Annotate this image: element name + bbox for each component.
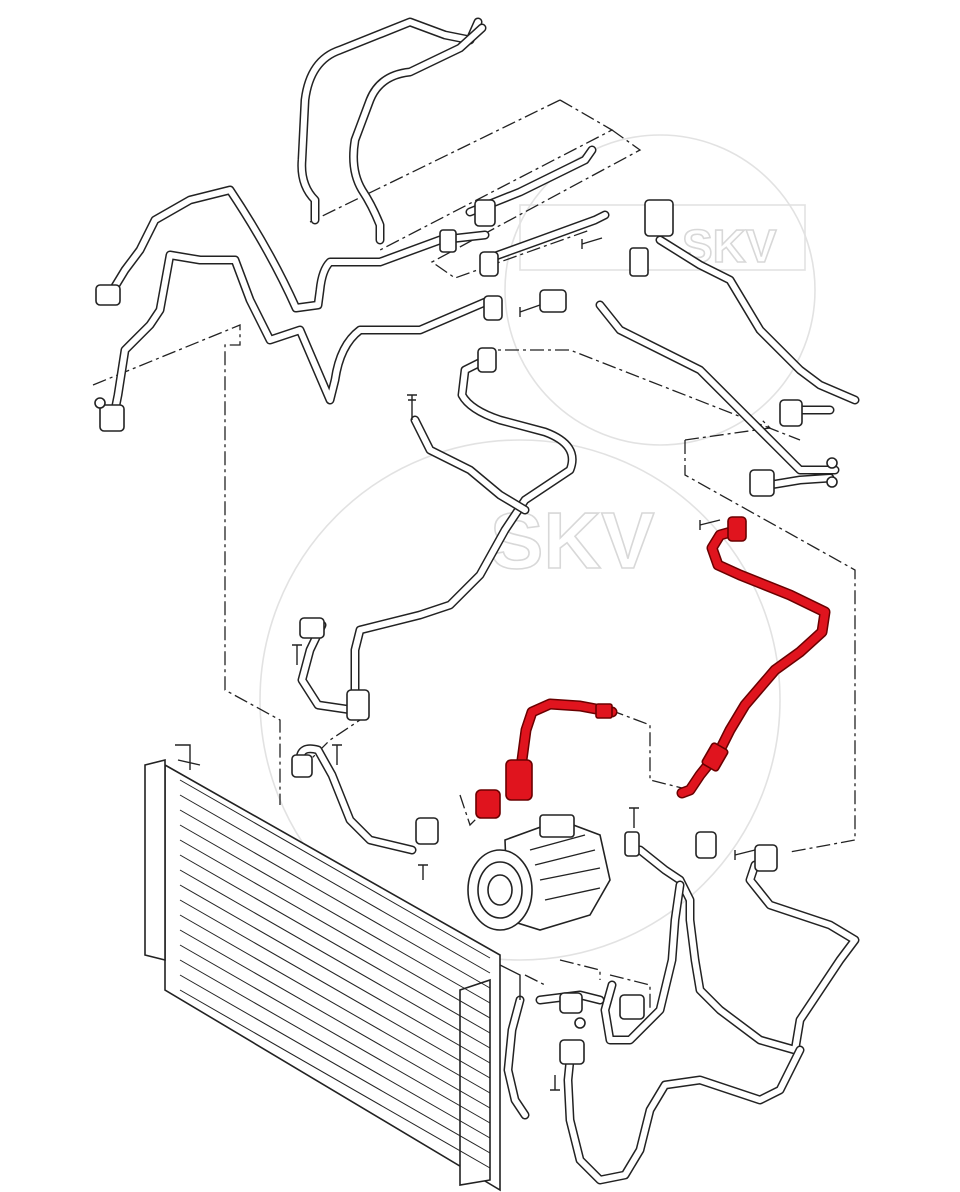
watermark-gear-center <box>259 439 781 961</box>
condenser-icon <box>144 744 521 1192</box>
bolt-icon-6 <box>550 1075 560 1091</box>
watermark: SKV SKV <box>259 134 816 961</box>
fitting-mid-joint <box>346 689 370 721</box>
bolt-icon-3 <box>332 744 342 765</box>
fittings <box>94 199 838 1091</box>
bolt-icon-9 <box>734 849 756 860</box>
bolt-icon-2 <box>292 644 302 665</box>
o-ring-right-2 <box>826 476 838 488</box>
clamp-block-3 <box>483 295 503 321</box>
fitting-mid-left <box>299 617 325 639</box>
assembly-guide-lines <box>92 99 856 1010</box>
pressure-switch <box>629 247 649 277</box>
hose-fitting-compressor <box>475 789 501 819</box>
fitting-left-bottom <box>99 404 125 432</box>
pressure-sensor-lower <box>624 831 640 857</box>
bolt-icon-4 <box>418 864 428 880</box>
fitting-lower-right <box>754 844 778 872</box>
bolt-icon-5 <box>629 807 639 828</box>
bolt-icon-10 <box>699 519 721 530</box>
watermark-gear-top <box>504 134 816 446</box>
clamp-block-2 <box>479 251 499 277</box>
hose-crimp-1 <box>595 703 613 719</box>
refrigerant-lines <box>103 17 860 1185</box>
fitting-condenser-mid <box>415 817 439 845</box>
fitting-bottom-2 <box>559 1039 585 1065</box>
hose-fitting-top <box>727 516 747 542</box>
bolt-icon-7 <box>519 304 541 317</box>
hose-fitting-mid <box>701 742 729 772</box>
bolt-icon-8 <box>581 237 603 249</box>
ac-compressor-icon <box>467 814 611 931</box>
pressure-switch-lower <box>695 831 717 859</box>
fitting-left-top <box>95 284 121 306</box>
valve-block-top-right <box>644 199 674 237</box>
clamp-block-1 <box>474 199 496 227</box>
fitting-condenser-top <box>291 754 313 778</box>
o-ring-right-1 <box>826 457 838 469</box>
clamp-block-5 <box>439 229 457 253</box>
o-ring-bottom <box>574 1017 586 1029</box>
fitting-bottom-1 <box>619 994 645 1020</box>
fitting-right-1 <box>779 399 803 427</box>
o-ring-left <box>94 397 106 409</box>
hose-muffler <box>505 759 533 801</box>
valve-block-mid-right <box>539 289 567 313</box>
fitting-bottom-3 <box>559 992 583 1014</box>
bolt-icon <box>407 394 417 420</box>
highlighted-compressor-hose <box>475 516 831 819</box>
clamp-block-4 <box>477 347 497 373</box>
fitting-right-2 <box>749 469 775 497</box>
